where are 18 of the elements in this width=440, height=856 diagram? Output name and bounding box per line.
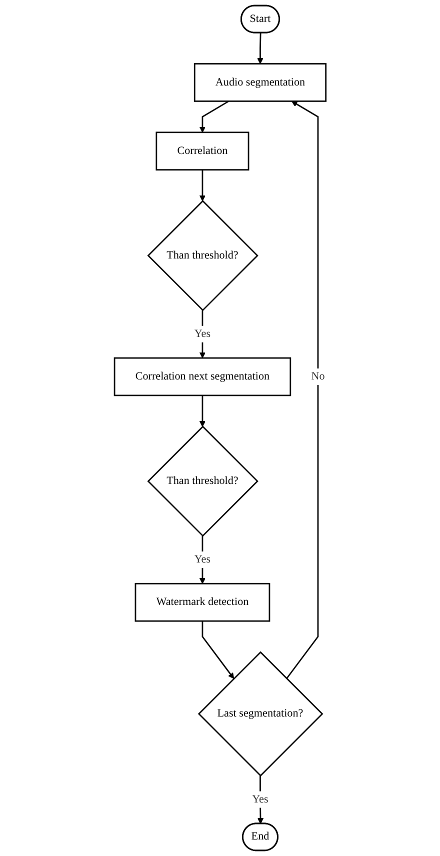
arrow xyxy=(286,100,318,680)
node-box: Watermark detection xyxy=(134,582,270,622)
node-diamond: Than threshold? xyxy=(147,426,258,537)
arrow xyxy=(199,310,206,358)
node-diamond: Last segmentation? xyxy=(198,651,324,777)
arrow xyxy=(199,100,229,133)
edge-label: Yes xyxy=(194,328,210,340)
edge-label: No xyxy=(311,370,325,382)
arrow xyxy=(257,32,264,64)
arrow xyxy=(199,170,206,202)
edge-label: Yes xyxy=(252,793,268,806)
edge-label: Yes xyxy=(194,553,210,566)
arrow xyxy=(202,621,234,679)
node-box: Audio segmentation xyxy=(194,63,326,102)
node-box: Correlation xyxy=(156,132,250,170)
node-box: Correlation next segmentation xyxy=(114,357,291,396)
node-diamond: Than threshold? xyxy=(147,200,258,312)
arrow xyxy=(199,395,206,427)
